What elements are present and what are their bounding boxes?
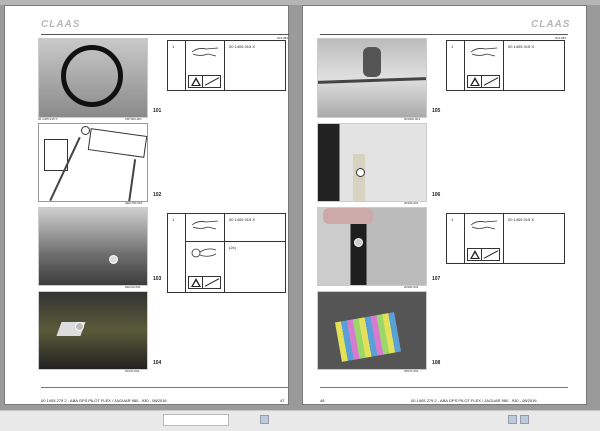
item-number: 1 [451, 217, 454, 222]
glove-icon [191, 220, 219, 230]
figure-108-image [317, 291, 427, 370]
brand-logo: CLAAS [531, 19, 571, 30]
warning-triangle-icon [467, 248, 500, 261]
page-input[interactable] [163, 414, 229, 426]
callout-1 [75, 322, 84, 331]
callout-1 [109, 255, 118, 264]
item-number: 1 [172, 217, 175, 222]
callout-1 [356, 168, 365, 177]
glove-icon [470, 220, 498, 230]
part-number: 00 1405 015 X [229, 44, 256, 49]
footer-rule [41, 387, 289, 388]
figure-101-image [38, 38, 148, 118]
page-48: CLAAS 004-083 604000-001 105 20400-001 1… [302, 5, 587, 405]
figure-107-image [317, 207, 427, 286]
callout-1 [354, 238, 363, 247]
fuse-box [334, 312, 402, 362]
two-page-view-icon[interactable] [520, 415, 529, 424]
page-number: 48 [320, 398, 325, 403]
figure-107-caption-right: 20400-002 [404, 285, 419, 289]
cable-coil [61, 45, 123, 107]
figure-101-caption-left: 00 1405 015 X [38, 117, 58, 121]
figure-103-number: 103 [153, 276, 162, 282]
figure-106-image [317, 123, 427, 202]
figure-101-caption-right: CB7300-001 [125, 117, 142, 121]
glove-icon [470, 47, 498, 57]
header-rule [41, 34, 289, 35]
item-number: 1 [172, 44, 175, 49]
ref-code: 004-083 [277, 36, 289, 40]
figure-101-number: 101 [153, 108, 162, 114]
item-number: 1 [451, 44, 454, 49]
fit-page-icon[interactable] [260, 415, 269, 424]
parts-table-1: 1 00 1405 015 X [446, 40, 565, 91]
parts-table-2: 1 00 1405 015 X (2x) [167, 213, 286, 293]
warning-triangle-icon [467, 75, 500, 88]
figure-102-caption-right: HEC700-001 [125, 201, 143, 205]
figure-104-number: 104 [153, 360, 162, 366]
page-number: 47 [280, 398, 285, 403]
warning-triangle-icon [188, 75, 221, 88]
footer-title: 00 1405 279 2 - ABA GPS PILOT FLEX / JAG… [411, 398, 537, 403]
figure-105-caption-right: 604000-001 [404, 117, 421, 121]
figure-108-caption-right: 00570-001 [404, 369, 419, 373]
ref-code: 004-083 [555, 36, 567, 40]
figure-106-number: 106 [432, 192, 441, 198]
figure-107-number: 107 [432, 276, 441, 282]
figure-106-caption-right: 20400-001 [404, 201, 419, 205]
brand-logo: CLAAS [41, 19, 81, 30]
figure-102-number: 102 [153, 192, 162, 198]
single-page-view-icon[interactable] [508, 415, 517, 424]
figure-104-image [38, 291, 148, 370]
figure-105-image [317, 38, 427, 118]
glove-icon [191, 47, 219, 57]
quantity-note: (2x) [229, 245, 236, 250]
part-number: 00 1405 015 X [508, 217, 535, 222]
footer-rule [320, 387, 568, 388]
callout-1 [81, 126, 90, 135]
part-number: 00 1405 015 X [508, 44, 535, 49]
figure-102-image [38, 123, 148, 202]
part-number: 00 1405 015 X [229, 217, 256, 222]
header-rule [320, 34, 568, 35]
viewer-status-bar [0, 410, 600, 431]
page-47: CLAAS 004-083 00 1405 015 X CB7300-001 1… [4, 5, 289, 405]
parts-table-2: 1 00 1405 015 X [446, 213, 565, 264]
hand [323, 208, 373, 224]
figure-104-caption-right: 00470-002 [125, 369, 140, 373]
figure-103-caption-right: HEC22-001 [125, 285, 141, 289]
viewer-toolbar [0, 0, 600, 5]
warning-triangle-icon [188, 276, 221, 289]
figure-103-image [38, 207, 148, 286]
cable-tie-icon [191, 248, 217, 258]
parts-table-1: 1 00 1405 015 X [167, 40, 286, 91]
figure-105-number: 105 [432, 108, 441, 114]
footer-title: 00 1405 279 2 - ABA GPS PILOT FLEX / JAG… [41, 398, 167, 403]
figure-108-number: 108 [432, 360, 441, 366]
